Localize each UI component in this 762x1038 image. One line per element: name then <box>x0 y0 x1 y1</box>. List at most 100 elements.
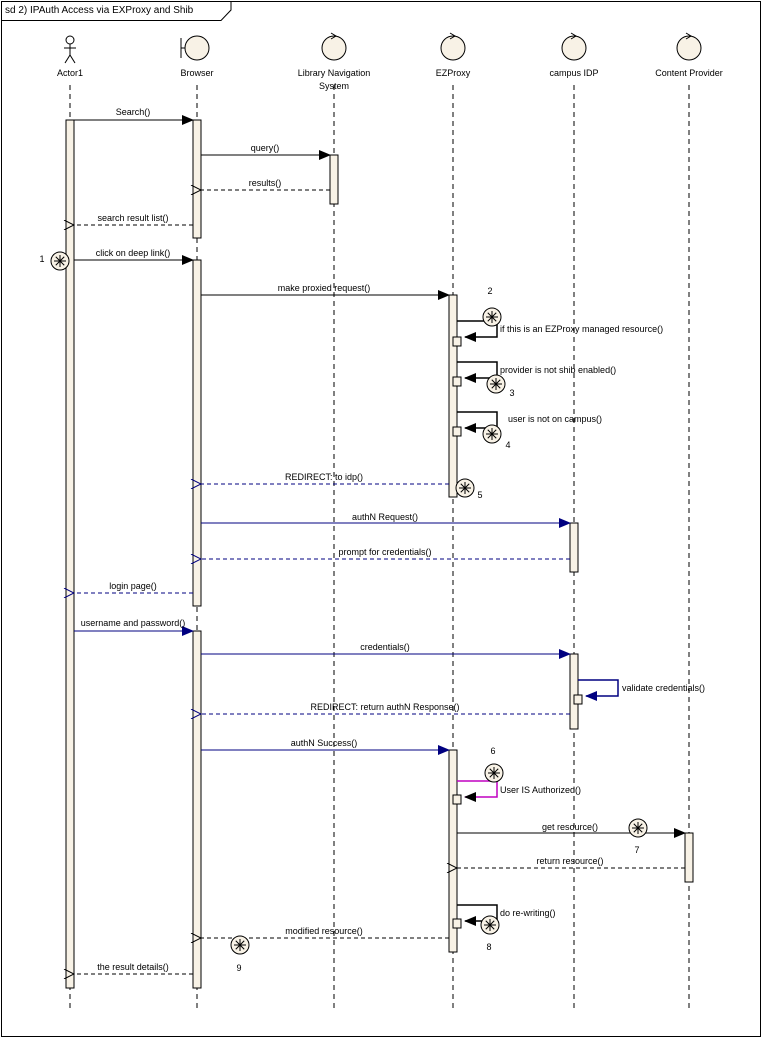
message-label: user is not on campus() <box>508 414 602 424</box>
message: get resource() <box>457 822 686 838</box>
event-marker-label: 9 <box>236 963 241 973</box>
event-marker-label: 4 <box>505 440 510 450</box>
event-marker: 7 <box>628 818 648 855</box>
control-icon <box>676 32 702 61</box>
activation-bar-idp <box>569 522 579 573</box>
asterisk-circle-icon <box>482 307 502 327</box>
message: REDIRECT: to idp() <box>201 472 449 484</box>
message-label: validate credentials() <box>622 683 705 693</box>
event-marker-label: 2 <box>487 286 492 296</box>
participant-name: Library Navigation <box>298 68 371 78</box>
message: username and password() <box>74 618 194 636</box>
activation-bar-idp <box>569 653 579 730</box>
message-self-arrow <box>457 361 498 383</box>
participant-name: EZProxy <box>436 68 471 78</box>
message-label: if this is an EZProxy managed resource() <box>500 324 663 334</box>
activation-bar-libnav <box>329 154 339 205</box>
message: click on deep link() <box>74 248 194 265</box>
message: the result details() <box>74 962 193 974</box>
event-marker: 1 <box>39 251 70 271</box>
message-label: the result details() <box>97 962 169 972</box>
self-activation <box>573 694 583 705</box>
message-label: login page() <box>109 581 157 591</box>
asterisk-circle-icon <box>230 935 250 955</box>
message-label: return resource() <box>536 856 603 866</box>
message: prompt for credentials() <box>201 547 570 559</box>
message-label: modified resource() <box>285 926 363 936</box>
message: provider is not shib enabled() <box>457 361 616 383</box>
message: login page() <box>74 581 193 593</box>
asterisk-circle-icon <box>455 478 475 498</box>
event-marker: 2 <box>482 286 502 327</box>
control-icon <box>561 32 587 61</box>
message-label: User IS Authorized() <box>500 785 581 795</box>
activation-bar-ezproxy <box>448 749 458 953</box>
message: user is not on campus() <box>457 411 602 433</box>
message-label: credentials() <box>360 642 410 652</box>
asterisk-circle-icon <box>480 915 500 935</box>
participant-actor1: Actor1 <box>57 35 83 78</box>
boundary-icon <box>180 35 210 61</box>
participant-name-line2: System <box>319 81 349 91</box>
message: make proxied request() <box>201 283 450 300</box>
message: if this is an EZProxy managed resource() <box>457 320 663 342</box>
message: validate credentials() <box>578 679 705 701</box>
asterisk-circle-icon <box>628 818 648 838</box>
event-marker: 4 <box>482 424 511 450</box>
asterisk-circle-icon <box>50 251 70 271</box>
message-label: REDIRECT: return authN Response() <box>310 702 459 712</box>
activation-bar-browser <box>192 259 202 607</box>
activation-bar-ezproxy <box>448 294 458 498</box>
message: authN Success() <box>201 738 450 755</box>
self-activation <box>452 426 462 437</box>
event-marker: 9 <box>230 935 250 973</box>
message-label: results() <box>249 178 282 188</box>
message: User IS Authorized() <box>457 780 581 802</box>
participant-ezproxy: EZProxy <box>436 32 471 78</box>
message: credentials() <box>201 642 571 659</box>
message: search result list() <box>74 213 193 225</box>
participant-name: Content Provider <box>655 68 723 78</box>
control-icon <box>440 32 466 61</box>
message: authN Request() <box>201 512 571 528</box>
activation-bar-content <box>684 832 694 883</box>
event-marker: 8 <box>480 915 500 952</box>
event-marker-label: 6 <box>490 746 495 756</box>
asterisk-circle-icon <box>486 374 506 394</box>
event-marker-label: 5 <box>477 490 482 500</box>
message-label: search result list() <box>97 213 168 223</box>
participant-content: Content Provider <box>655 32 723 78</box>
message-self-arrow <box>457 904 498 926</box>
message-label: prompt for credentials() <box>338 547 431 557</box>
message: return resource() <box>457 856 685 868</box>
activation-bar-actor1 <box>65 119 75 989</box>
frame-title: sd 2) IPAuth Access via EXProxy and Shib <box>5 5 194 16</box>
event-marker: 3 <box>486 374 515 398</box>
message: query() <box>201 143 331 160</box>
message-label: make proxied request() <box>278 283 371 293</box>
message-label: query() <box>251 143 280 153</box>
self-activation <box>452 376 462 387</box>
event-marker-label: 7 <box>634 845 639 855</box>
message-label: Search() <box>116 107 151 117</box>
message: results() <box>201 178 330 190</box>
self-activation <box>452 794 462 805</box>
message-self-arrow <box>457 320 498 342</box>
event-marker-label: 1 <box>39 254 44 264</box>
participant-name: Actor1 <box>57 68 83 78</box>
message-label: username and password() <box>81 618 186 628</box>
message-self-arrow <box>457 411 498 433</box>
message: do re-writing() <box>457 904 556 926</box>
event-marker-label: 3 <box>509 388 514 398</box>
self-activation <box>452 918 462 929</box>
activation-bar-browser <box>192 630 202 989</box>
participant-browser: Browser <box>180 35 214 78</box>
participant-name: Browser <box>180 68 213 78</box>
actor-icon <box>64 35 76 64</box>
message-label: authN Request() <box>352 512 418 522</box>
frame-title-tab <box>1 1 232 21</box>
message-label: REDIRECT: to idp() <box>285 472 363 482</box>
